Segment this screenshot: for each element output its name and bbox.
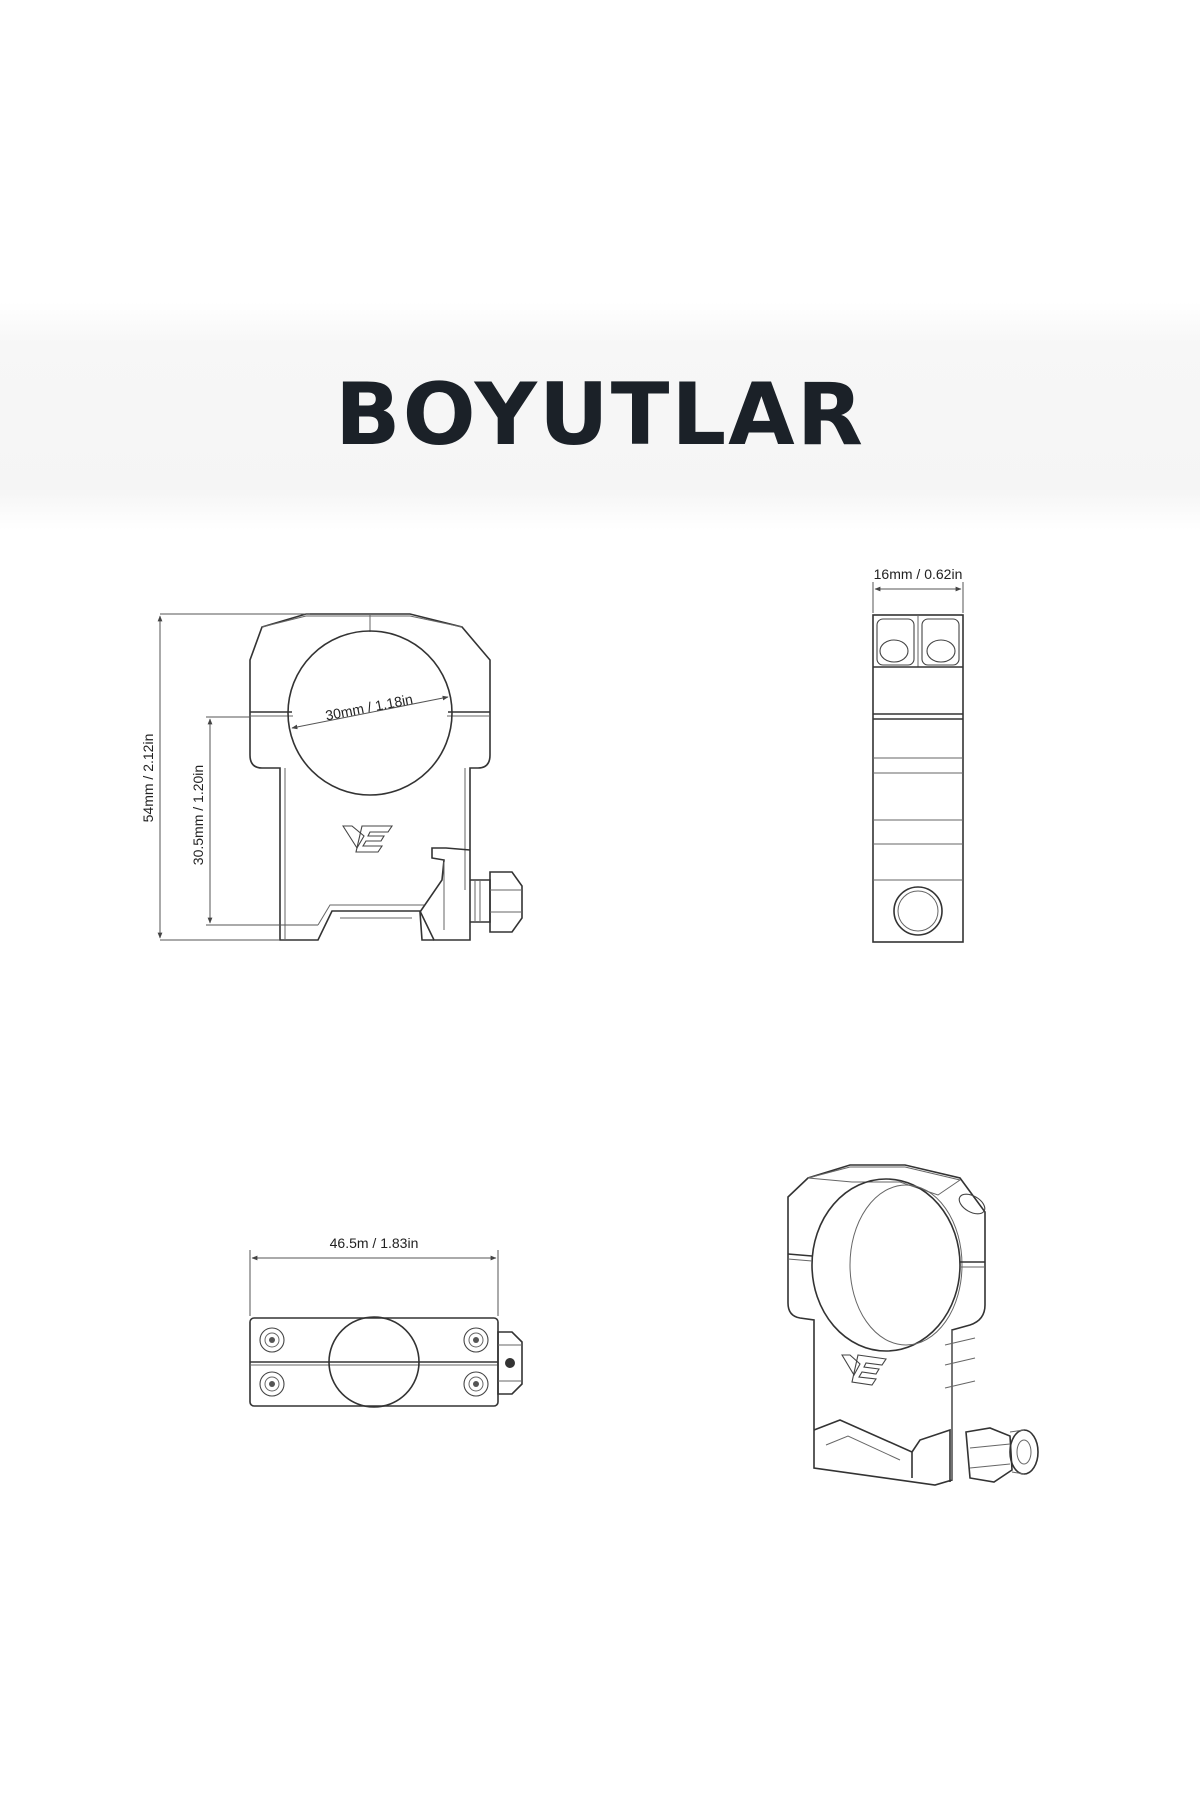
side-view: 16mm / 0.62in	[872, 566, 964, 943]
isometric-view	[787, 1164, 1039, 1486]
ring-diameter-label: 30mm / 1.18in	[324, 691, 414, 724]
base-length-label: 46.5m / 1.83in	[330, 1235, 419, 1251]
title-band	[0, 302, 1200, 530]
brand-logo-icon	[341, 825, 394, 853]
screw-icon	[259, 1327, 489, 1397]
top-view: 46.5m / 1.83in	[249, 1235, 523, 1408]
page-title: BOYUTLAR	[335, 365, 865, 465]
ring-width-label: 16mm / 0.62in	[874, 566, 963, 582]
front-view: 30mm / 1.18in 54mm / 2.12in 30.5mm / 1.2…	[140, 613, 523, 941]
center-height-label: 30.5mm / 1.20in	[190, 765, 206, 865]
height-label: 54mm / 2.12in	[140, 734, 156, 823]
brand-logo-icon	[841, 1354, 887, 1386]
